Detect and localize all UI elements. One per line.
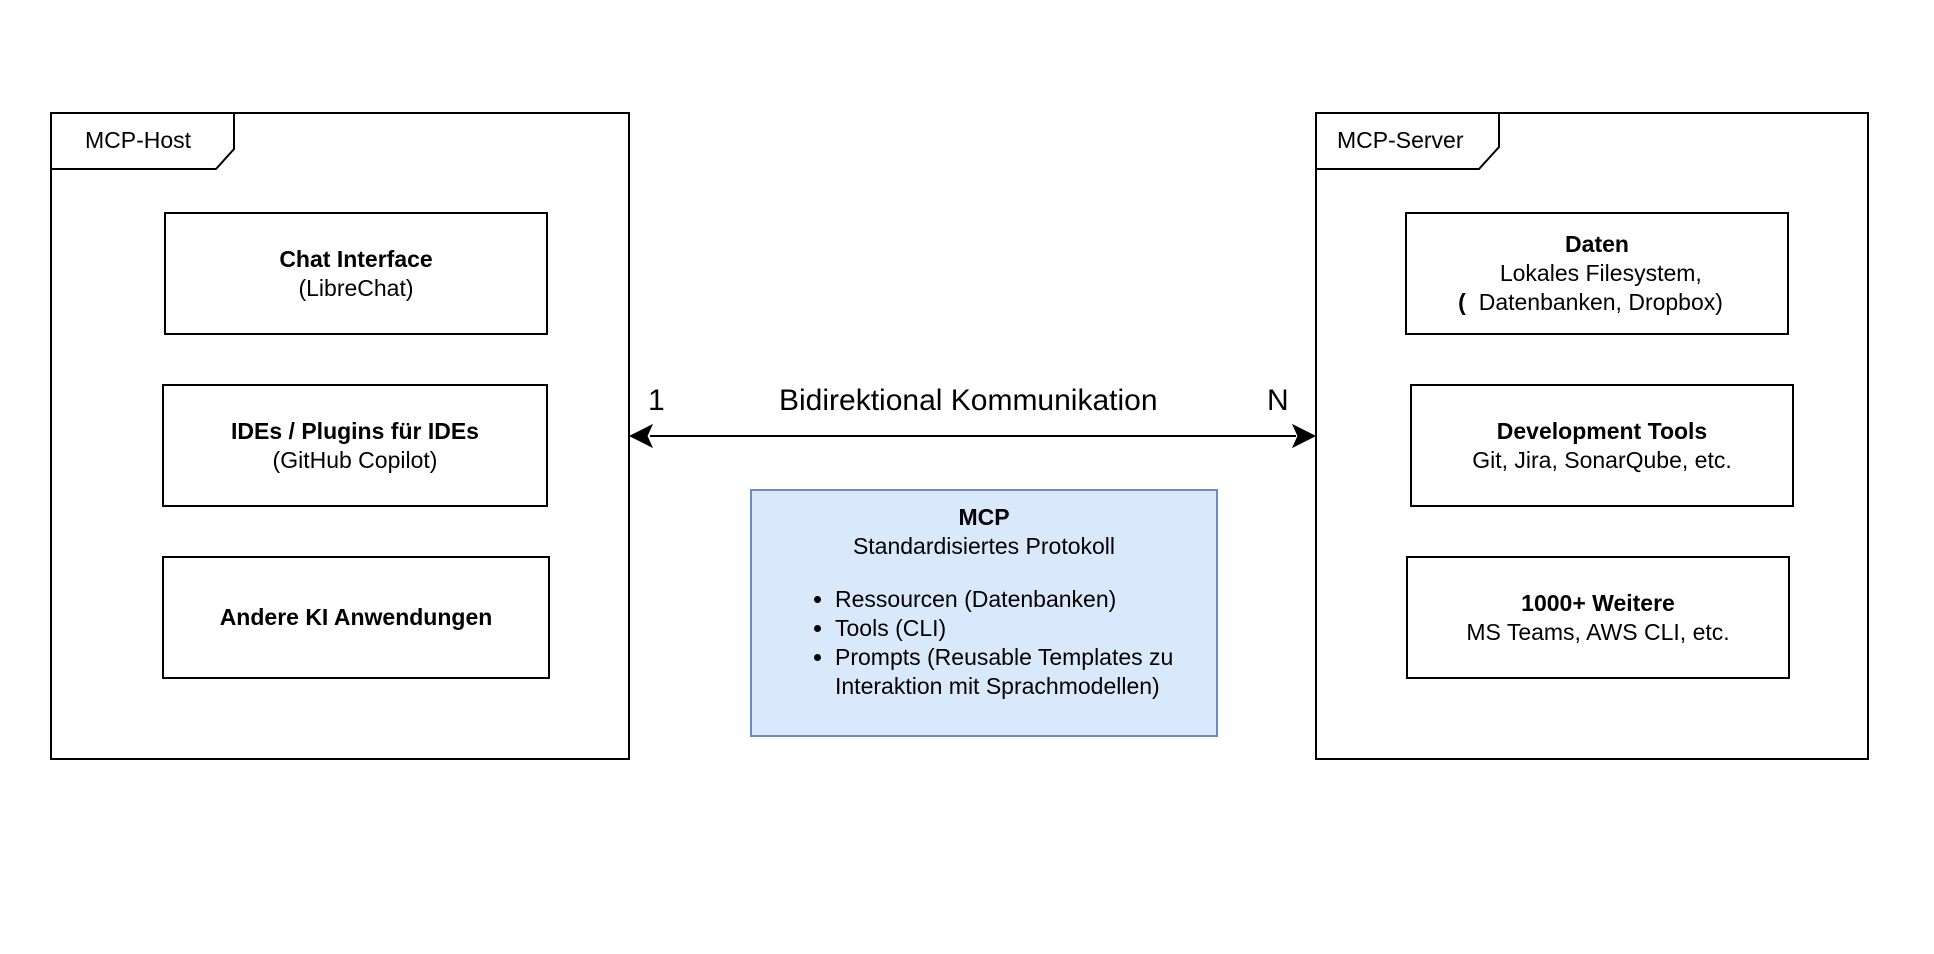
arrow-head-left bbox=[628, 423, 654, 449]
arrow-head-right bbox=[1291, 423, 1317, 449]
server-component-title: Development Tools bbox=[1496, 417, 1708, 444]
server-component-subtitle-text: Lokales Filesystem, Datenbanken, Dropbox… bbox=[1478, 260, 1723, 315]
server-component-data: Daten ( Lokales Filesystem, Datenbanken, … bbox=[1405, 212, 1789, 335]
mcp-protocol-title: MCP bbox=[958, 504, 1010, 530]
right-cardinality: N bbox=[1267, 384, 1289, 417]
mcp-host-tab: MCP-Host bbox=[50, 112, 235, 170]
server-component-more: 1000+ Weitere MS Teams, AWS CLI, etc. bbox=[1406, 556, 1790, 679]
server-component-development-tools: Development Tools Git, Jira, SonarQube, … bbox=[1410, 384, 1794, 507]
connection-label: Bidirektional Kommunikation bbox=[779, 384, 1158, 417]
host-component-chat-interface: Chat Interface (LibreChat) bbox=[164, 212, 548, 335]
host-component-title: IDEs / Plugins für IDEs bbox=[231, 417, 479, 444]
host-component-subtitle: (GitHub Copilot) bbox=[272, 446, 438, 473]
mcp-protocol-features: Ressourcen (Datenbanken) Tools (CLI) Pro… bbox=[752, 585, 1216, 701]
host-component-other-ai-apps: Andere KI Anwendungen bbox=[162, 556, 550, 679]
server-component-subtitle: Git, Jira, SonarQube, etc. bbox=[1472, 446, 1732, 473]
mcp-protocol-subtitle: Standardisiertes Protokoll bbox=[852, 533, 1116, 559]
mcp-host-tab-shape bbox=[50, 112, 235, 170]
left-cardinality: 1 bbox=[648, 384, 665, 417]
server-component-subtitle: MS Teams, AWS CLI, etc. bbox=[1466, 618, 1730, 645]
host-component-subtitle: (LibreChat) bbox=[298, 274, 414, 301]
server-component-subtitle-prefix: ( bbox=[1458, 289, 1466, 315]
mcp-server-label: MCP-Server bbox=[1337, 127, 1464, 153]
host-component-title: Chat Interface bbox=[279, 245, 433, 272]
mcp-server-tab: MCP-Server bbox=[1315, 112, 1500, 170]
server-component-subtitle: ( Lokales Filesystem, Datenbanken, Dropbo… bbox=[1458, 259, 1736, 317]
mcp-protocol-header: MCP Standardisiertes Protokoll bbox=[752, 491, 1216, 561]
server-component-title: Daten bbox=[1565, 231, 1629, 257]
host-component-title: Andere KI Anwendungen bbox=[219, 604, 493, 630]
mcp-server-tab-shape bbox=[1315, 112, 1500, 170]
mcp-host-label: MCP-Host bbox=[85, 127, 192, 153]
mcp-feature-item: Prompts (Reusable Templates zu Interakti… bbox=[835, 643, 1206, 701]
server-component-title: 1000+ Weitere bbox=[1521, 589, 1675, 616]
host-component-ides: IDEs / Plugins für IDEs (GitHub Copilot) bbox=[162, 384, 548, 507]
mcp-protocol-box: MCP Standardisiertes Protokoll Ressource… bbox=[750, 489, 1218, 737]
mcp-feature-item: Tools (CLI) bbox=[835, 614, 1206, 643]
mcp-feature-item: Ressourcen (Datenbanken) bbox=[835, 585, 1206, 614]
